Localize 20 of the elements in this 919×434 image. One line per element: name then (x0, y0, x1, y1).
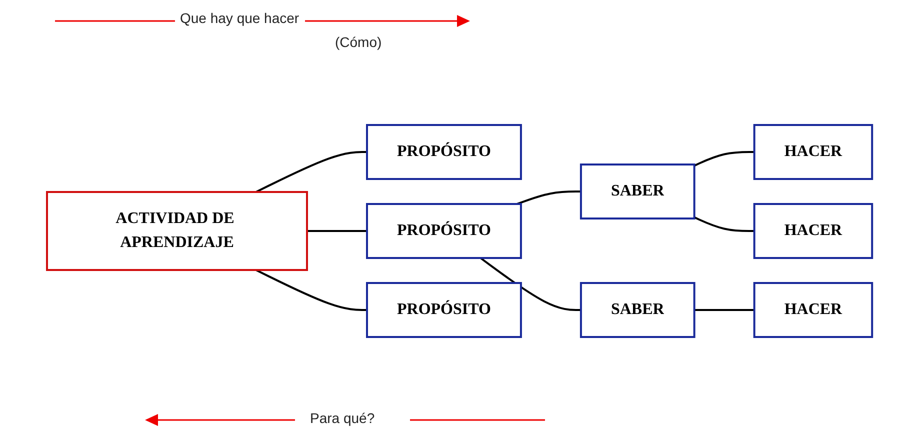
connector (694, 216, 754, 232)
node-box: PROPÓSITO (366, 202, 522, 258)
node-box: SABER (580, 163, 696, 219)
connector (480, 256, 581, 310)
node-box: PROPÓSITO (366, 124, 522, 180)
node-box: ACTIVIDAD DE APRENDIZAJE (46, 190, 308, 270)
connector (256, 150, 367, 192)
connector (694, 308, 754, 310)
node-box: SABER (580, 282, 696, 338)
direction-label: Para qué? (310, 410, 375, 426)
node-box: HACER (753, 282, 874, 338)
connector (256, 268, 367, 310)
connector (306, 230, 367, 232)
direction-label: Que hay que hacer (180, 10, 300, 26)
node-box: HACER (753, 202, 874, 258)
node-box: HACER (753, 124, 874, 180)
connector (516, 190, 581, 204)
direction-label: (Cómo) (335, 34, 382, 50)
node-box: PROPÓSITO (366, 282, 522, 338)
connector (694, 150, 754, 166)
